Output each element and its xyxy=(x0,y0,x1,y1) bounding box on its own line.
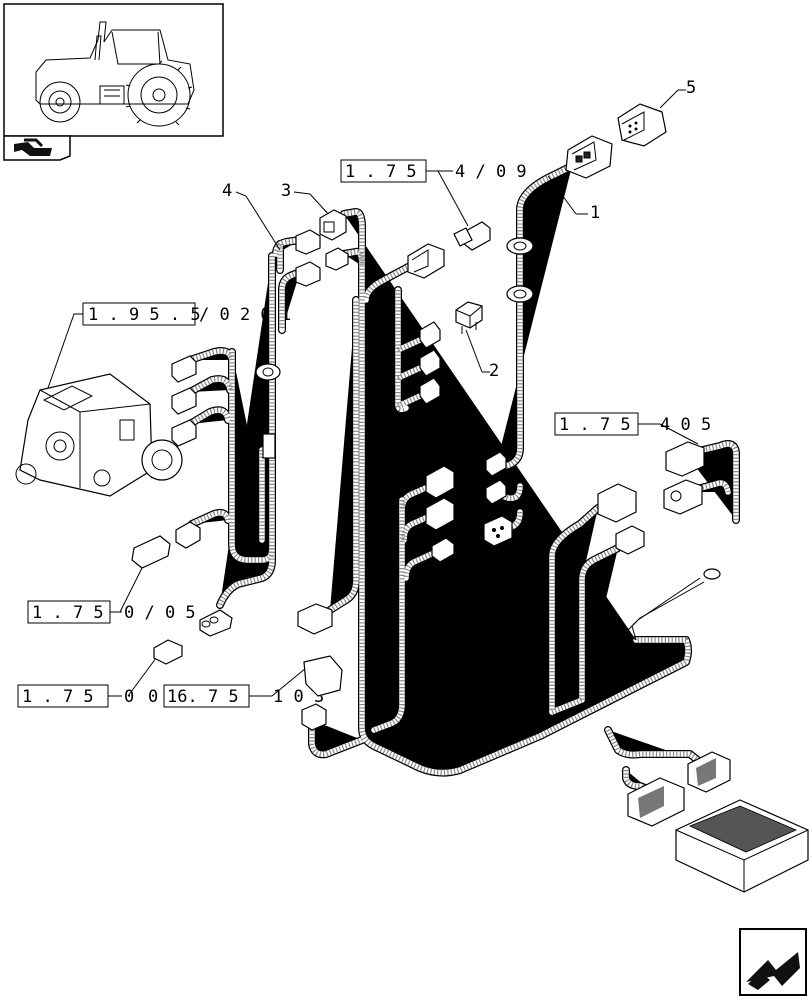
ref-label-suffix: 1 0 3 xyxy=(273,687,324,707)
part-number-1: 1 xyxy=(590,203,600,223)
ecu-connectors xyxy=(627,751,731,827)
ref-1-75-409: 1 . 7 5 4 / 0 9 xyxy=(340,159,527,227)
ref-1-75-005: 1 . 7 5 0 / 0 5 xyxy=(27,567,196,624)
ref-label-prefix: 0 xyxy=(148,687,158,707)
part-number-5: 5 xyxy=(686,78,696,98)
sensors xyxy=(131,521,343,697)
ref-16-75-103: 0 16. 7 5 1 0 3 xyxy=(148,667,324,708)
book-arrow-icon xyxy=(3,135,71,161)
ref-label-suffix: 0 / 0 5 xyxy=(124,603,196,623)
connector-5: 5 xyxy=(617,78,696,147)
ref-label-suffix: / 0 2 0 1 xyxy=(199,305,291,325)
ref-label-text: 1 . 7 5 xyxy=(345,162,417,182)
ref-label-text: 1 . 9 5 . 5 xyxy=(88,305,201,325)
tractor-thumbnail xyxy=(3,3,224,137)
ref-label-text: 16. 7 5 xyxy=(167,687,239,707)
ref-label-text: 1 . 7 5 xyxy=(559,415,631,435)
ground-wire xyxy=(625,568,721,641)
ecu-module xyxy=(675,799,809,893)
next-page-arrow-icon[interactable] xyxy=(739,928,807,996)
part-number-4: 4 xyxy=(222,181,232,201)
relay-2: 2 xyxy=(455,301,499,381)
part-label-3: 3 xyxy=(281,181,331,217)
connector-1: 1 xyxy=(547,135,613,223)
ref-1-75-405: 1 . 7 5 4 0 5 xyxy=(554,412,711,445)
ref-label-suffix: 0 xyxy=(124,687,134,707)
hydraulic-valve-block xyxy=(15,373,183,497)
part-number-3: 3 xyxy=(281,181,291,201)
small-connectors xyxy=(171,209,705,731)
grommet xyxy=(255,237,534,459)
ref-label-text: 1 . 7 5 xyxy=(32,603,104,623)
part-label-4: 4 xyxy=(222,181,281,251)
ref-label-suffix: 4 0 5 xyxy=(660,415,711,435)
ref-1-75-0: 1 . 7 5 0 xyxy=(17,649,163,708)
ref-label-text: 1 . 7 5 xyxy=(22,687,94,707)
ref-label-suffix: 4 / 0 9 xyxy=(455,162,527,182)
part-number-2: 2 xyxy=(489,361,499,381)
